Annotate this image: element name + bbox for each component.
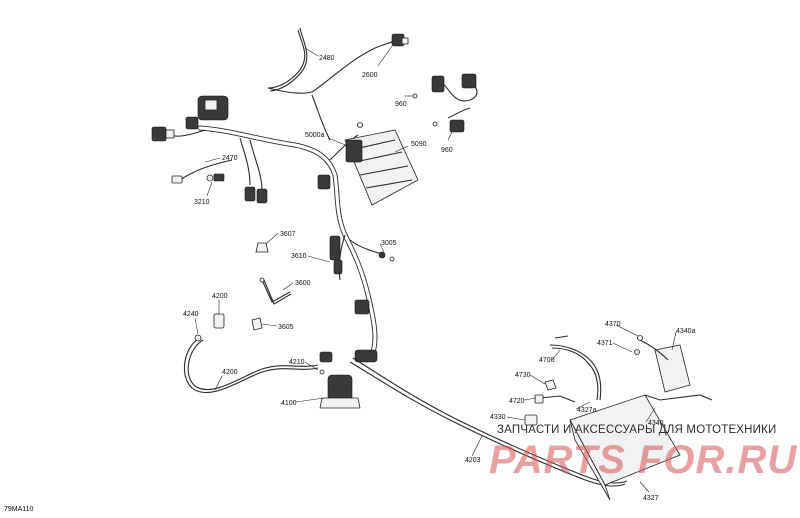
callout-3607: 3607: [280, 231, 296, 238]
callout-4203: 4203: [465, 457, 481, 464]
diagram-code: 79MA110: [4, 506, 34, 513]
watermark-logo: PARTS FOR.RU: [489, 438, 798, 482]
callout-4720: 4720: [509, 398, 525, 405]
callout-4240: 4240: [183, 311, 199, 318]
callout-4327a: 4327a: [577, 407, 597, 414]
callout-3005: 3005: [381, 240, 397, 247]
ecm-module: [317, 122, 419, 206]
callout-4370: 4370: [605, 321, 621, 328]
callout-3605: 3605: [278, 324, 294, 331]
callout-4340a: 4340a: [676, 328, 696, 335]
callout-3600: 3600: [295, 280, 311, 287]
callout-4730: 4730: [515, 372, 531, 379]
callout-4340: 4340: [648, 420, 664, 427]
callout-4200: 4200: [212, 293, 228, 300]
starter-solenoid: [319, 351, 361, 409]
battery-small-parts: [524, 335, 602, 426]
callout-4100: 4100: [281, 400, 297, 407]
main-harness: [169, 125, 386, 358]
callout-3610: 3610: [291, 253, 307, 260]
callout-4700: 4700: [539, 357, 555, 364]
right-connector-group: [412, 73, 478, 133]
callout-960: 960: [395, 101, 407, 108]
callout-2480: 2480: [319, 55, 335, 62]
battery-cable: [183, 313, 319, 394]
callout-4371: 4371: [597, 340, 613, 347]
watermark-text: ЗАПЧАСТИ И АКСЕССУАРЫ ДЛЯ МОТОТЕХНИКИ: [497, 424, 777, 436]
callout-2600: 2600: [362, 72, 378, 79]
callout-5000a: 5000a: [305, 132, 325, 139]
leader-lines: [194, 45, 677, 493]
callout-4200: 4200: [222, 369, 238, 376]
battery-assembly: [569, 335, 713, 501]
callout-4330: 4330: [490, 414, 506, 421]
callout-960: 960: [441, 147, 453, 154]
callout-3210: 3210: [194, 199, 210, 206]
middle-parts: [251, 235, 395, 363]
callout-4210: 4210: [289, 359, 305, 366]
callout-labels: 2480 2600 960 960 5000a 5090 2470 3210 3…: [183, 55, 696, 502]
callout-2470: 2470: [222, 155, 238, 162]
callout-4327: 4327: [643, 495, 659, 502]
left-connector-group: [151, 95, 268, 204]
callout-5090: 5090: [411, 141, 427, 148]
top-cables: [267, 27, 409, 141]
